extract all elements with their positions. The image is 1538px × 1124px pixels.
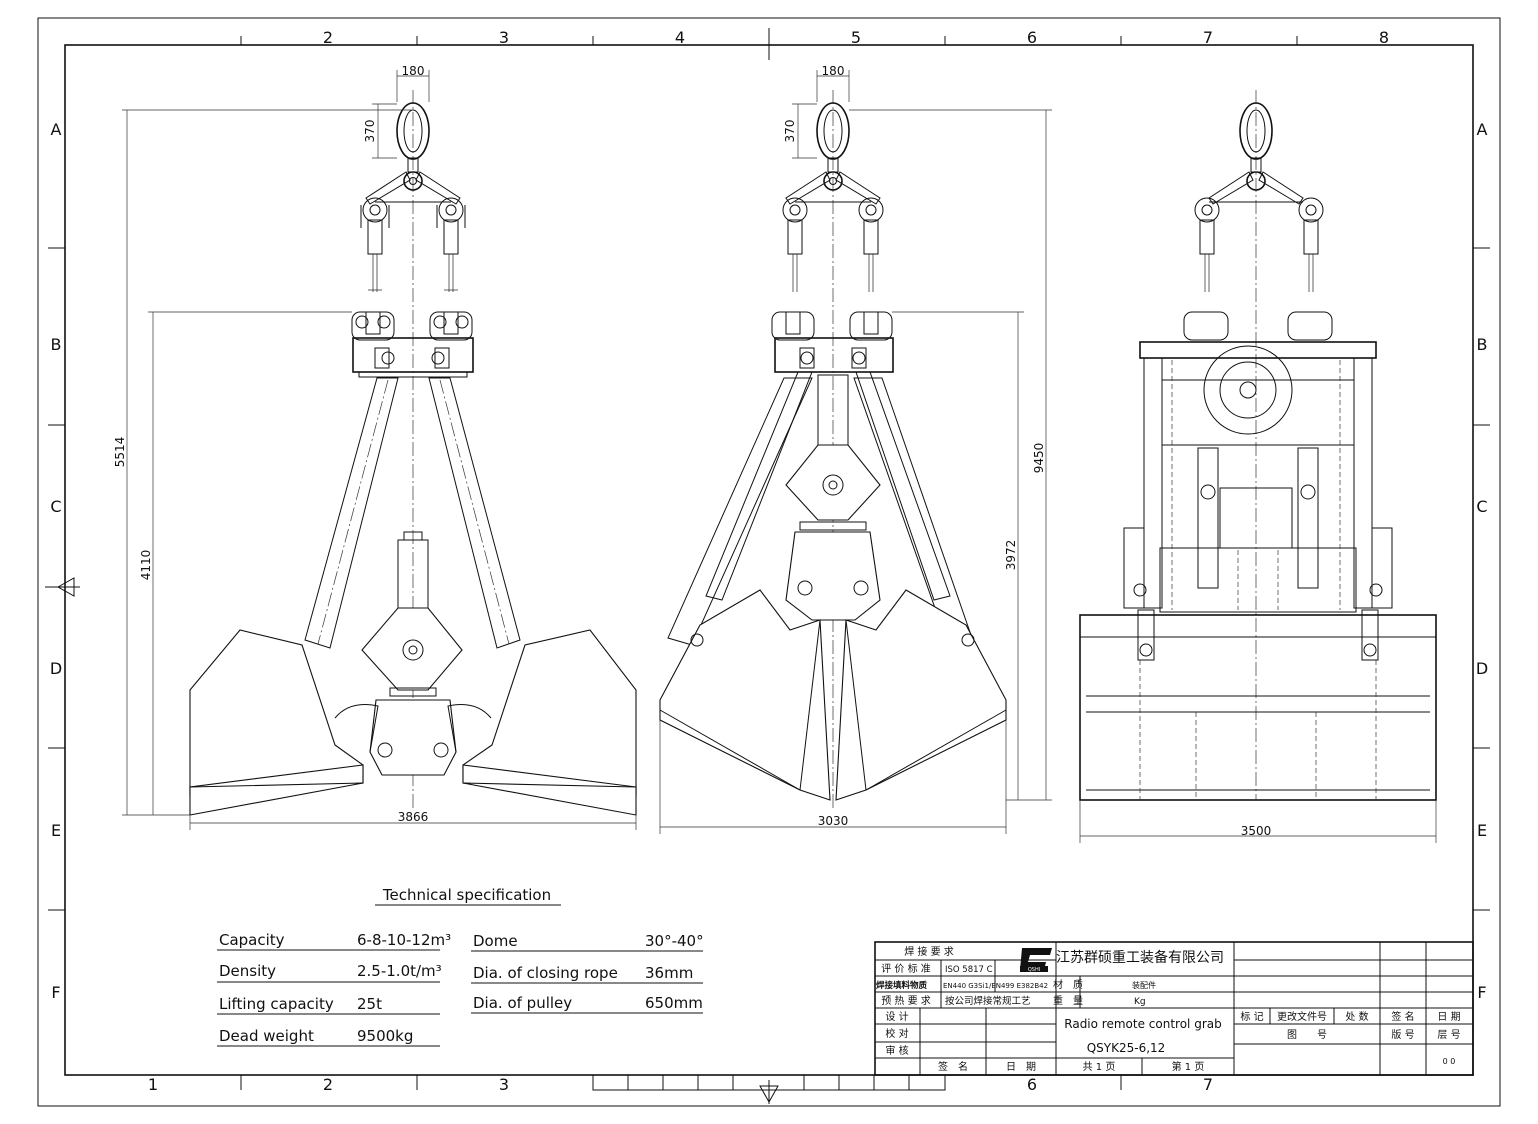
sign-label: 签 名 bbox=[938, 1060, 968, 1073]
date-label: 日 期 bbox=[1006, 1061, 1036, 1073]
zone-col-label: 2 bbox=[323, 1075, 333, 1094]
zone-col-label: 2 bbox=[323, 28, 333, 47]
zone-row-label: B bbox=[1477, 335, 1488, 354]
weld-req-label: 焊 接 要 求 bbox=[904, 945, 954, 958]
zone-col-label: 8 bbox=[1379, 28, 1389, 47]
spec-value: 30°-40° bbox=[645, 932, 704, 950]
check-label: 校 对 bbox=[885, 1027, 908, 1040]
version-value: 0 0 bbox=[1443, 1057, 1456, 1066]
page-number: 第 1 页 bbox=[1172, 1060, 1205, 1073]
spec-label: Dome bbox=[473, 932, 518, 950]
weight-value: Kg bbox=[1134, 997, 1146, 1007]
spec-label: Dia. of pulley bbox=[473, 994, 572, 1012]
scale-bar bbox=[592, 1074, 946, 1104]
technical-spec-table: Technical specification Capacity 6-8-10-… bbox=[217, 886, 704, 1047]
rev-header: 标 记 bbox=[1240, 1011, 1263, 1023]
spec-label: Dia. of closing rope bbox=[473, 964, 618, 982]
zone-row-label: E bbox=[51, 821, 61, 840]
dim-body-height-label: 3972 bbox=[1004, 540, 1018, 571]
review-label: 审 核 bbox=[885, 1044, 908, 1057]
grab-open-front-view: 180 370 5514 4110 3866 bbox=[113, 64, 637, 830]
filler-label: 焊接填料物质 bbox=[876, 980, 928, 991]
material-label: 材 质 bbox=[1053, 978, 1083, 991]
zone-row-label: F bbox=[1477, 983, 1486, 1002]
total-pages: 共 1 页 bbox=[1083, 1061, 1116, 1073]
zone-row-label: A bbox=[51, 120, 62, 139]
spec-value: 6-8-10-12m³ bbox=[357, 931, 451, 949]
zone-row-label: D bbox=[1476, 659, 1488, 678]
zone-row-label: E bbox=[1477, 821, 1487, 840]
zone-col-label: 6 bbox=[1027, 1075, 1037, 1094]
zone-col-label: 7 bbox=[1203, 28, 1213, 47]
filler-value: EN440 G3Si1/EN499 E382B42 bbox=[943, 982, 1048, 990]
spec-value: 650mm bbox=[645, 994, 703, 1012]
zone-col-label: 1 bbox=[148, 1075, 158, 1094]
grab-side-view: 3500 bbox=[1079, 90, 1437, 843]
spec-label: Capacity bbox=[219, 931, 285, 949]
rev-header: 处 数 bbox=[1345, 1010, 1368, 1023]
grab-closed-front-view: 180 370 9450 3972 3030 bbox=[659, 64, 1052, 834]
eval-std-value: ISO 5817 C bbox=[945, 965, 993, 975]
dim-body-height-label: 4110 bbox=[139, 550, 153, 581]
preheat-label: 预 热 要 求 bbox=[881, 994, 931, 1007]
spec-label: Lifting capacity bbox=[219, 995, 334, 1013]
title-block: 焊 接 要 求 评 价 标 准 ISO 5817 C 焊接填料物质 EN440 … bbox=[874, 941, 1474, 1076]
zone-row-label: C bbox=[1476, 497, 1487, 516]
company-logo: QSHI bbox=[1020, 948, 1052, 973]
drawing-title: Radio remote control grab bbox=[1064, 1017, 1221, 1031]
dim-span-width-label: 3030 bbox=[818, 814, 849, 828]
drawing-frame: 2 3 4 5 6 7 8 1 2 3 6 7 A B C D E F A B … bbox=[37, 17, 1501, 1107]
rev-header: 日 期 bbox=[1437, 1011, 1460, 1023]
zone-col-label: 7 bbox=[1203, 1075, 1213, 1094]
zone-col-label: 4 bbox=[675, 28, 685, 47]
rev-header: 更改文件号 bbox=[1277, 1010, 1327, 1023]
company-name: 江苏群硕重工装备有限公司 bbox=[1056, 949, 1224, 966]
material-value: 装配件 bbox=[1132, 980, 1156, 990]
dim-eye-width-label: 180 bbox=[402, 64, 425, 78]
zone-row-label: A bbox=[1477, 120, 1488, 139]
spec-value: 36mm bbox=[645, 964, 693, 982]
drawing-number: QSYK25-6,12 bbox=[1087, 1041, 1166, 1055]
spec-value: 9500kg bbox=[357, 1027, 413, 1045]
dim-total-height-label: 5514 bbox=[113, 437, 127, 468]
dim-eye-width-label: 180 bbox=[822, 64, 845, 78]
weight-label: 重 量 bbox=[1053, 994, 1083, 1007]
dim-eye-height-label: 370 bbox=[783, 120, 797, 143]
figure-number-label: 图 号 bbox=[1287, 1029, 1327, 1041]
zone-row-label: B bbox=[51, 335, 62, 354]
logo-text: QSHI bbox=[1028, 967, 1040, 973]
zone-col-label: 6 bbox=[1027, 28, 1037, 47]
dim-width-label: 3500 bbox=[1241, 824, 1272, 838]
zone-col-label: 5 bbox=[851, 28, 861, 47]
zone-row-label: C bbox=[50, 497, 61, 516]
zone-col-label: 3 bbox=[499, 28, 509, 47]
design-label: 设 计 bbox=[885, 1010, 908, 1023]
dim-eye-height-label: 370 bbox=[363, 120, 377, 143]
spec-title: Technical specification bbox=[382, 886, 551, 904]
eval-std-label: 评 价 标 准 bbox=[881, 963, 931, 975]
spec-label: Dead weight bbox=[219, 1027, 314, 1045]
spec-value: 2.5-1.0t/m³ bbox=[357, 962, 442, 980]
dim-span-width-label: 3866 bbox=[398, 810, 429, 824]
layer-label: 层 号 bbox=[1437, 1029, 1460, 1041]
zone-row-label: F bbox=[51, 983, 60, 1002]
spec-label: Density bbox=[219, 962, 276, 980]
rev-header: 签 名 bbox=[1391, 1010, 1414, 1023]
zone-row-label: D bbox=[50, 659, 62, 678]
dim-open-height-label: 9450 bbox=[1032, 443, 1046, 474]
zone-col-label: 3 bbox=[499, 1075, 509, 1094]
version-label: 版 号 bbox=[1391, 1028, 1414, 1041]
spec-value: 25t bbox=[357, 995, 382, 1013]
preheat-value: 按公司焊接常规工艺 bbox=[945, 995, 1031, 1007]
